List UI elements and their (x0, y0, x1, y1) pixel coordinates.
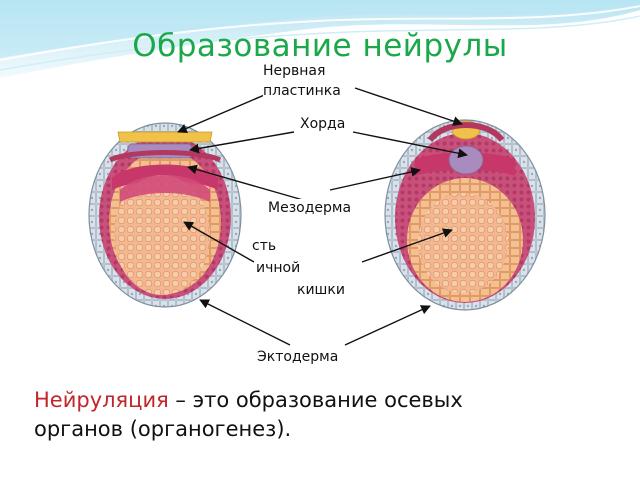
label-chord: Хорда (300, 115, 346, 133)
label-neural-plate-line2: пластинка (263, 82, 341, 100)
label-gut-line1: сть (252, 238, 277, 254)
left-embryo (88, 122, 242, 308)
label-mesoderm: Мезодерма (268, 199, 352, 217)
label-ectoderm: Эктодерма (257, 348, 339, 366)
label-gut-line3: кишки (297, 282, 345, 298)
pointer-arrows (177, 83, 468, 346)
caption-term: Нейруляция (34, 388, 169, 412)
caption-text-line1: – это образование осевых (168, 388, 463, 412)
caption: Нейруляция – это образование осевых орга… (34, 386, 624, 444)
slide-title: Образование нейрулы (132, 28, 508, 64)
header-wave-decoration (0, 0, 640, 78)
right-embryo (384, 119, 546, 311)
label-gut-line2: ичной (256, 260, 301, 276)
caption-text-line2: органов (органогенез). (34, 417, 292, 441)
label-neural-plate: Нервная (263, 62, 326, 80)
